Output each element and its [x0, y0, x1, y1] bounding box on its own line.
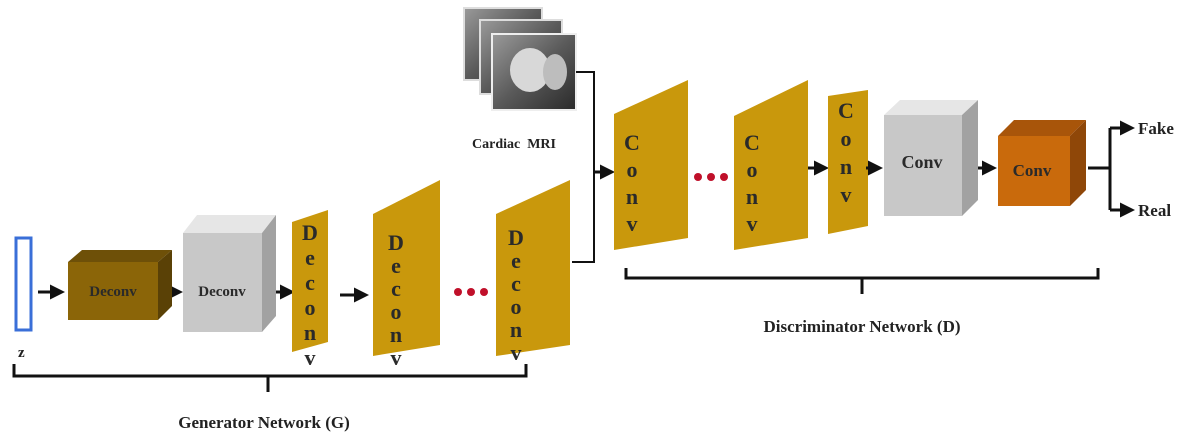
block-label: Deconv — [89, 284, 137, 300]
generator-output-connector — [572, 172, 595, 263]
discriminator-ellipsis — [694, 173, 728, 181]
block-label: Conv — [901, 152, 942, 172]
generator-caption: Generator Network (G) — [178, 413, 350, 432]
generator-block-2: Deconv — [183, 215, 276, 332]
block-label: Conv — [1013, 161, 1052, 180]
z-label: z — [18, 345, 25, 361]
block-label: Deconv — [198, 284, 246, 300]
generator-brace — [12, 364, 528, 392]
mri-image-stack — [463, 7, 577, 111]
generator-ellipsis — [454, 288, 488, 296]
mri-label: Cardiac MRI — [472, 137, 556, 152]
output-real-label: Real — [1138, 201, 1171, 220]
discriminator-block-4: Conv — [884, 100, 978, 216]
output-fake-label: Fake — [1138, 119, 1174, 138]
discriminator-caption: Discriminator Network (D) — [763, 317, 960, 336]
z-input-vector — [14, 236, 33, 332]
mri-connector — [576, 71, 595, 172]
generator-block-1: Deconv — [68, 250, 172, 320]
discriminator-block-5: Conv — [998, 120, 1086, 206]
discriminator-brace — [624, 268, 1100, 294]
output-branch — [1088, 128, 1112, 210]
